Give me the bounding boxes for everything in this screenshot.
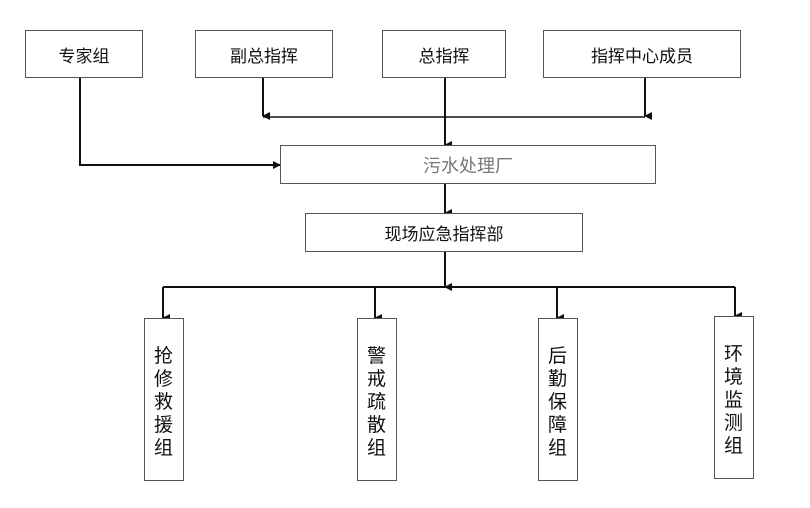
plant-box: 污水处理厂 bbox=[280, 145, 656, 184]
group-box-evacuation: 警戒疏散组 bbox=[357, 318, 397, 481]
commander-box: 总指挥 bbox=[382, 30, 506, 78]
deputy-commander-box: 副总指挥 bbox=[195, 30, 333, 78]
plant-label: 污水处理厂 bbox=[423, 155, 513, 177]
group-label-evacuation: 警戒疏散组 bbox=[367, 345, 387, 459]
group-label-logistics: 后勤保障组 bbox=[548, 345, 568, 459]
commander-label: 总指挥 bbox=[418, 46, 470, 67]
group-box-rescue: 抢修救援组 bbox=[144, 318, 184, 481]
group-label-monitoring: 环境监测组 bbox=[724, 343, 744, 457]
group-label-rescue: 抢修救援组 bbox=[154, 345, 174, 459]
center-members-label: 指挥中心成员 bbox=[591, 46, 693, 67]
group-box-logistics: 后勤保障组 bbox=[538, 318, 578, 481]
experts-to-plant-line bbox=[79, 78, 281, 169]
experts-label: 专家组 bbox=[58, 46, 110, 67]
site-command-label: 现场应急指挥部 bbox=[384, 225, 504, 245]
deputy-commander-label: 副总指挥 bbox=[230, 46, 298, 67]
group-box-monitoring: 环境监测组 bbox=[714, 316, 754, 479]
center-members-box: 指挥中心成员 bbox=[543, 30, 741, 78]
site-command-box: 现场应急指挥部 bbox=[305, 213, 583, 252]
experts-box: 专家组 bbox=[25, 30, 143, 78]
